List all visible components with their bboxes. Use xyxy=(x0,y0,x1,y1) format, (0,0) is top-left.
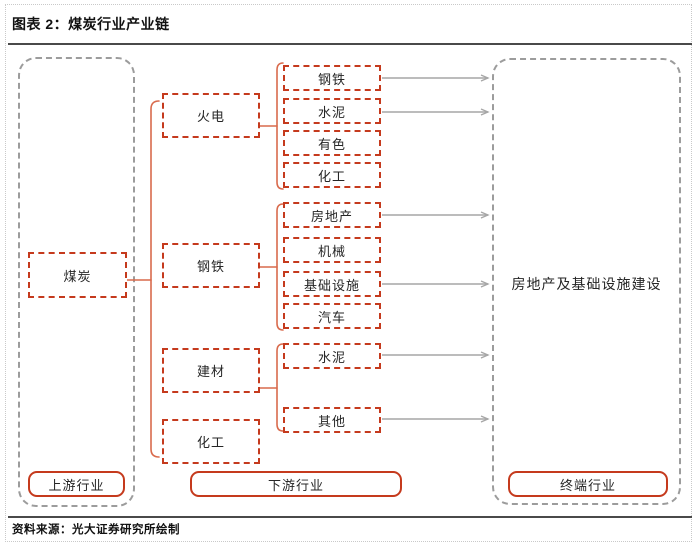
subnode-automobile: 汽车 xyxy=(283,303,381,329)
group-label-downstream: 下游行业 xyxy=(190,471,402,497)
subnode-infrastructure: 基础设施 xyxy=(283,271,381,297)
subnode-machinery: 机械 xyxy=(283,237,381,263)
group-label-upstream: 上游行业 xyxy=(28,471,125,497)
node-thermal-power: 火电 xyxy=(162,93,260,138)
group-label-terminal: 终端行业 xyxy=(508,471,668,497)
node-coal: 煤炭 xyxy=(28,252,127,298)
title-divider xyxy=(8,43,692,45)
footer-divider xyxy=(8,516,692,518)
terminal-flow-arrows xyxy=(382,78,488,419)
node-chemicals: 化工 xyxy=(162,419,260,464)
subnode-other: 其他 xyxy=(283,407,381,433)
subnode-cement: 水泥 xyxy=(283,98,381,124)
subnode-cement-2: 水泥 xyxy=(283,343,381,369)
subnode-steel: 钢铁 xyxy=(283,65,381,91)
subnode-chemical: 化工 xyxy=(283,162,381,188)
node-steel: 钢铁 xyxy=(162,243,260,288)
subnode-real-estate: 房地产 xyxy=(283,202,381,228)
node-terminal-construction: 房地产及基础设施建设 xyxy=(511,276,662,292)
upstream-group-container xyxy=(18,57,135,507)
terminal-group-container xyxy=(492,58,681,505)
source-note: 资料来源：光大证券研究所绘制 xyxy=(12,524,180,536)
node-building-materials: 建材 xyxy=(162,348,260,393)
subnode-nonferrous: 有色 xyxy=(283,130,381,156)
figure-title: 图表 2：煤炭行业产业链 xyxy=(12,16,170,32)
bracket-coal xyxy=(150,100,160,458)
